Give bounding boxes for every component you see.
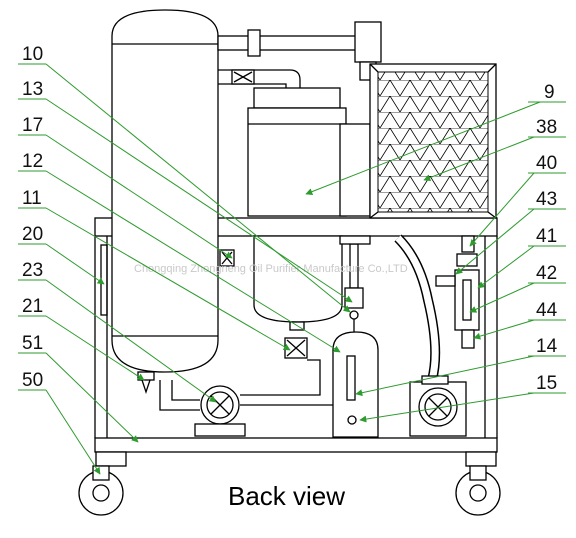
label-20: 20 [22,224,43,245]
label-42: 42 [536,263,557,284]
label-13: 13 [22,79,43,100]
label-11: 11 [22,188,42,209]
hose [395,235,439,381]
label-41: 41 [536,226,557,247]
wheel-right [455,451,501,516]
label-17: 17 [22,115,43,136]
vacuum-tank [111,9,219,395]
caption: Back view [228,481,345,511]
watermark: Chongqing Zhongneng Oil Purifier Manufac… [134,263,408,275]
label-10: 10 [22,44,43,65]
vacuum-pump [409,375,467,437]
label-50: 50 [22,370,43,391]
label-15: 15 [536,373,557,394]
label-9: 9 [544,82,555,103]
oil-pump [159,359,333,437]
label-38: 38 [536,117,557,138]
condenser [369,63,497,219]
label-12: 12 [22,151,43,172]
separator-tank [219,235,343,359]
right-callouts: 9 38 40 43 41 42 44 14 15 [305,82,566,423]
label-44: 44 [536,300,558,321]
filter-housing [247,87,371,217]
label-14: 14 [536,336,558,357]
top-pipe [217,21,382,96]
label-51: 51 [22,333,43,354]
label-43: 43 [536,189,557,210]
label-23: 23 [22,260,43,281]
label-40: 40 [536,153,557,174]
wheel-left [78,451,127,516]
column-vessel [332,235,379,438]
label-21: 21 [22,296,43,317]
flowmeter [435,235,480,349]
left-callouts: 10 13 17 12 11 20 23 21 51 50 [18,44,353,475]
